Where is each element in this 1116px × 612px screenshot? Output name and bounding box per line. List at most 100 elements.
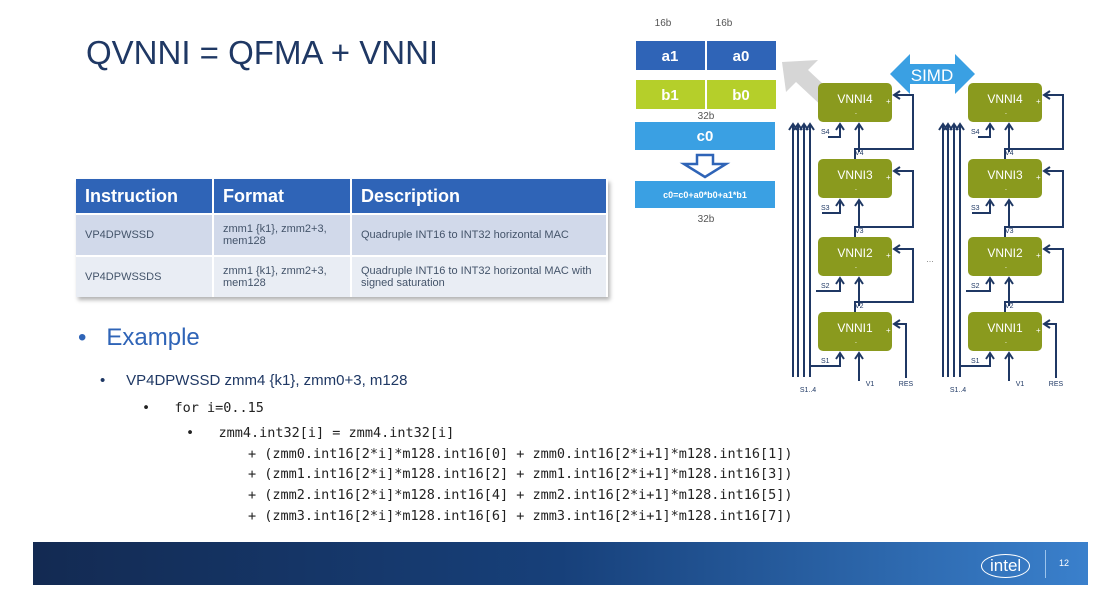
slide-title: QVNNI = QFMA + VNNI <box>86 34 439 71</box>
bit-label: 16b <box>716 18 733 29</box>
cell-description: Quadruple INT16 to INT32 horizontal MAC <box>351 213 608 256</box>
arrow-head-icon <box>805 122 815 131</box>
arrow-head-icon <box>1042 166 1051 176</box>
plus-sign: + <box>1036 173 1041 182</box>
b1-block <box>636 80 705 109</box>
vnni-unit <box>968 312 1042 351</box>
operand-blocks: 16b 16b a1 a0 b1 b0 32b c0 c0=c0+a0*b0+a… <box>635 18 776 225</box>
vnni-label: VNNI1 <box>987 321 1023 335</box>
ellipsis-label: ... <box>926 254 934 264</box>
table-row: VP4DPWSSDS zmm1 {k1}, zmm2+3, mem128 Qua… <box>76 255 608 297</box>
vnni-diagram: 16b 16b a1 a0 b1 b0 32b c0 c0=c0+a0*b0+a… <box>635 18 1064 394</box>
instruction-table: Instruction Format Description VP4DPWSSD… <box>76 179 608 297</box>
table-row: VP4DPWSSD zmm1 {k1}, zmm2+3, mem128 Quad… <box>76 213 608 256</box>
code-line: • zmm4.int32[i] = zmm4.int32[i] <box>186 425 455 441</box>
table-header: Description <box>351 179 608 214</box>
vnni-label: VNNI4 <box>837 92 873 106</box>
arrow-head-icon <box>835 351 845 360</box>
c0-label: c0 <box>697 128 714 145</box>
feedback-wire <box>1004 248 1064 312</box>
bullet-loop: • for i=0..15 <box>142 400 264 416</box>
plus-sign: + <box>886 97 891 106</box>
formula-label: c0=c0+a0*b0+a1*b1 <box>663 190 747 200</box>
arrow-head-icon <box>892 166 901 176</box>
feedback-wire <box>1004 94 1064 159</box>
code-line: + (zmm1.int16[2*i]*m128.int16[2] + zmm1.… <box>248 466 793 482</box>
a0-block <box>707 41 776 70</box>
arrow-head-icon <box>835 122 845 131</box>
res-label: RES <box>1049 381 1064 388</box>
cell-format: zmm1 {k1}, zmm2+3, mem128 <box>213 255 352 297</box>
b0-label: b0 <box>732 87 750 104</box>
bit-label: 32b <box>698 214 715 225</box>
res-wire <box>1044 323 1057 378</box>
vnni-label: VNNI2 <box>987 246 1023 260</box>
vnni-label: VNNI1 <box>837 321 873 335</box>
dot-sign: · <box>1005 109 1008 118</box>
plus-sign: + <box>886 326 891 335</box>
simd-label: SIMD <box>911 66 954 85</box>
s-wire <box>978 124 991 138</box>
divider <box>1045 550 1046 578</box>
arrow-head-icon <box>854 351 864 360</box>
code-line: + (zmm0.int16[2*i]*m128.int16[0] + zmm0.… <box>248 446 793 462</box>
bus-label: S1..4 <box>800 387 816 394</box>
s-wire <box>972 200 991 214</box>
v1-label: V1 <box>866 381 875 388</box>
page-number: 12 <box>1059 558 1070 568</box>
s-label: S2 <box>971 283 980 290</box>
feedback-wire <box>854 248 914 312</box>
bullet-text: VP4DPWSSD zmm4 {k1}, zmm0+3, m128 <box>126 372 408 389</box>
a1-label: a1 <box>662 48 679 65</box>
arrow-head-icon <box>892 90 901 100</box>
feedback-wire <box>854 170 914 237</box>
cell-description: Quadruple INT16 to INT32 horizontal MAC … <box>351 255 608 297</box>
s-wire <box>810 353 841 367</box>
footer-bar: intel 12 <box>33 542 1088 585</box>
b1-label: b1 <box>661 87 679 104</box>
intel-logo: intel <box>981 554 1031 578</box>
arrow-head-icon <box>854 122 864 131</box>
table-header: Instruction <box>76 179 214 214</box>
feedback-wire <box>854 94 914 159</box>
vnni-columns: VNNI4+·S4V4VNNI3+·S3V3VNNI2+·S2V2VNNI1+·… <box>788 83 1064 394</box>
s-wire <box>960 353 991 367</box>
v1-label: V1 <box>1016 381 1025 388</box>
plus-sign: + <box>1036 97 1041 106</box>
bit-label: 16b <box>655 18 672 29</box>
v-label: V4 <box>1005 150 1014 157</box>
simd-arrow-icon <box>890 54 975 94</box>
s-wire <box>966 278 991 292</box>
bit-label: 32b <box>698 111 715 122</box>
b0-block <box>707 80 776 109</box>
arrow-head-icon <box>985 351 995 360</box>
bullet-example: • Example <box>78 324 200 351</box>
dot-sign: · <box>855 263 858 272</box>
s-label: S4 <box>821 129 830 136</box>
vnni-unit <box>818 237 892 276</box>
arrow-head-icon <box>1004 276 1014 285</box>
vnni-unit <box>968 159 1042 198</box>
arrow-head-icon <box>854 276 864 285</box>
formula-block <box>635 181 775 208</box>
arrow-head-icon <box>955 122 965 131</box>
code-text: zmm4.int32[i] = zmm4.int32[i] <box>218 425 455 441</box>
code-line: + (zmm3.int16[2*i]*m128.int16[6] + zmm3.… <box>248 508 793 524</box>
arrow-head-icon <box>985 122 995 131</box>
arrow-head-icon <box>1042 244 1051 254</box>
code-line: + (zmm2.int16[2*i]*m128.int16[4] + zmm2.… <box>248 487 793 503</box>
plus-sign: + <box>1036 251 1041 260</box>
arrow-head-icon <box>854 198 864 207</box>
vnni-label: VNNI2 <box>837 246 873 260</box>
bullet-instruction: • VP4DPWSSD zmm4 {k1}, zmm0+3, m128 <box>100 372 408 389</box>
v-label: V4 <box>855 150 864 157</box>
s-label: S1 <box>971 358 980 365</box>
s-label: S3 <box>971 205 980 212</box>
bullet-text: Example <box>106 324 200 351</box>
s-wire <box>822 200 841 214</box>
dot-sign: · <box>855 185 858 194</box>
res-label: RES <box>899 381 914 388</box>
dot-sign: · <box>855 109 858 118</box>
vnni-label: VNNI3 <box>987 168 1023 182</box>
